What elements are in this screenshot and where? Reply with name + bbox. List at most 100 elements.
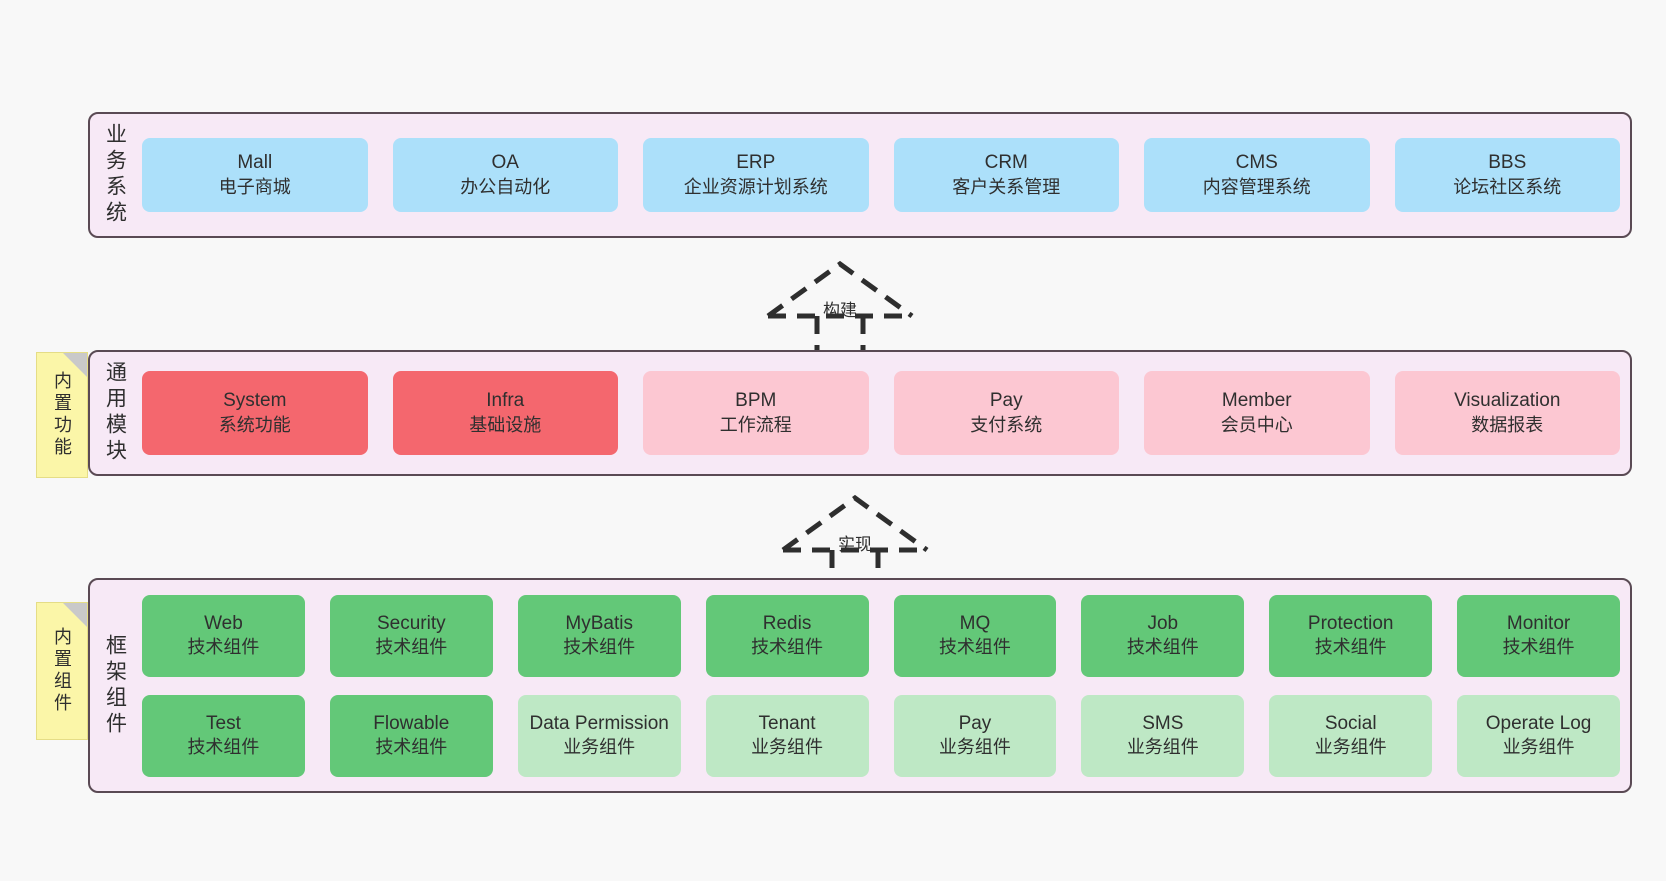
card-member[interactable]: Member 会员中心 [1144,371,1370,455]
card-subtitle: 业务组件 [938,737,1011,758]
card-erp[interactable]: ERP 企业资源计划系统 [643,138,869,212]
sticky-note-builtin-functions: 内置功能 [36,352,88,478]
card-title: Pay [989,390,1023,412]
card-title: Data Permission [529,712,669,734]
card-title: OA [491,152,519,174]
card-subtitle: 技术组件 [187,637,260,658]
card-subtitle: 企业资源计划系统 [683,176,828,197]
card-subtitle: 业务组件 [563,737,636,758]
layer-body-framework: Web 技术组件 Security 技术组件 MyBatis 技术组件 Redi… [130,588,1620,783]
arrow-head-outline [781,494,929,553]
card-title: Job [1147,612,1179,634]
card-monitor[interactable]: Monitor 技术组件 [1457,594,1620,677]
card-subtitle: 数据报表 [1471,414,1544,435]
card-pay[interactable]: Pay 支付系统 [893,371,1119,455]
card-title: MQ [959,612,991,634]
card-subtitle: 技术组件 [187,737,260,758]
card-infra[interactable]: Infra 基础设施 [392,371,618,455]
card-subtitle: 论坛社区系统 [1453,176,1562,197]
card-protection[interactable]: Protection 技术组件 [1269,594,1433,677]
card-oa[interactable]: OA 办公自动化 [392,138,618,212]
card-mall[interactable]: Mall 电子商城 [142,138,368,212]
card-subtitle: 办公自动化 [460,176,551,197]
card-title: Protection [1307,612,1394,634]
card-subtitle: 技术组件 [1126,637,1199,658]
card-job[interactable]: Job 技术组件 [1081,594,1245,677]
layer-body-business: Mall 电子商城 OA 办公自动化 ERP 企业资源计划系统 CRM 客户关系… [130,122,1620,228]
layer-framework-components: 框架组件 Web 技术组件 Security 技术组件 MyBatis 技术组件… [88,578,1632,793]
card-redis[interactable]: Redis 技术组件 [705,594,869,677]
card-bpm[interactable]: BPM 工作流程 [643,371,869,455]
card-operate-log[interactable]: Operate Log 业务组件 [1457,694,1620,777]
card-pay-business[interactable]: Pay 业务组件 [893,694,1057,777]
card-title: Flowable [373,712,450,734]
arrow-build: 构建 [760,258,920,350]
card-title: BPM [735,390,777,412]
card-subtitle: 电子商城 [218,176,291,197]
card-subtitle: 业务组件 [1314,737,1387,758]
card-title: CRM [984,152,1028,174]
card-subtitle: 基础设施 [469,414,542,435]
arrow-label-implement: 实现 [838,535,872,554]
card-title: Member [1221,390,1292,412]
card-system[interactable]: System 系统功能 [142,371,368,455]
card-subtitle: 技术组件 [563,637,636,658]
card-subtitle: 内容管理系统 [1202,176,1311,197]
layer-business-system: 业务系统 Mall 电子商城 OA 办公自动化 ERP 企业资源计划系统 CRM… [88,112,1632,238]
card-subtitle: 技术组件 [375,637,448,658]
card-subtitle: 技术组件 [751,637,824,658]
card-title: Web [204,612,243,634]
card-title: MyBatis [565,612,633,634]
card-row: Test 技术组件 Flowable 技术组件 Data Permission … [142,694,1620,777]
card-security[interactable]: Security 技术组件 [329,594,493,677]
card-mq[interactable]: MQ 技术组件 [893,594,1057,677]
folded-corner-icon [63,603,87,627]
layer-body-common: System 系统功能 Infra 基础设施 BPM 工作流程 Pay 支付系统… [130,360,1620,466]
card-subtitle: 技术组件 [938,637,1011,658]
arrow-label-build: 构建 [823,301,857,320]
card-title: Tenant [758,712,816,734]
card-subtitle: 技术组件 [375,737,448,758]
sticky-note-label: 内置组件 [52,627,72,715]
card-row: Web 技术组件 Security 技术组件 MyBatis 技术组件 Redi… [142,594,1620,677]
card-data-permission[interactable]: Data Permission 业务组件 [517,694,681,777]
card-mybatis[interactable]: MyBatis 技术组件 [517,594,681,677]
card-title: Operate Log [1485,712,1592,734]
layer-title-framework: 框架组件 [103,633,127,738]
card-title: ERP [736,152,776,174]
card-title: Pay [958,712,992,734]
layer-title-common: 通用模块 [103,361,127,465]
layer-title-business: 业务系统 [103,123,127,227]
card-title: SMS [1142,712,1184,734]
card-test[interactable]: Test 技术组件 [142,694,305,777]
card-flowable[interactable]: Flowable 技术组件 [329,694,493,777]
card-title: Social [1324,712,1377,734]
card-crm[interactable]: CRM 客户关系管理 [893,138,1119,212]
card-visualization[interactable]: Visualization 数据报表 [1394,371,1620,455]
card-bbs[interactable]: BBS 论坛社区系统 [1394,138,1620,212]
card-web[interactable]: Web 技术组件 [142,594,305,677]
card-title: BBS [1488,152,1527,174]
layer-common-modules: 通用模块 System 系统功能 Infra 基础设施 BPM 工作流程 Pay… [88,350,1632,476]
card-title: Security [376,612,446,634]
card-title: Infra [486,390,525,412]
card-title: Test [206,712,241,734]
card-social[interactable]: Social 业务组件 [1269,694,1433,777]
card-tenant[interactable]: Tenant 业务组件 [705,694,869,777]
card-subtitle: 技术组件 [1502,637,1575,658]
card-cms[interactable]: CMS 内容管理系统 [1144,138,1370,212]
card-subtitle: 业务组件 [751,737,824,758]
card-subtitle: 工作流程 [719,414,792,435]
card-sms[interactable]: SMS 业务组件 [1081,694,1245,777]
card-title: System [223,390,287,412]
card-subtitle: 系统功能 [218,414,291,435]
sticky-note-builtin-components: 内置组件 [36,602,88,740]
sticky-note-label: 内置功能 [52,371,72,459]
card-title: Mall [237,152,273,174]
card-subtitle: 支付系统 [970,414,1043,435]
card-row: Mall 电子商城 OA 办公自动化 ERP 企业资源计划系统 CRM 客户关系… [142,138,1620,212]
card-title: CMS [1235,152,1278,174]
card-subtitle: 业务组件 [1126,737,1199,758]
card-subtitle: 会员中心 [1220,414,1293,435]
